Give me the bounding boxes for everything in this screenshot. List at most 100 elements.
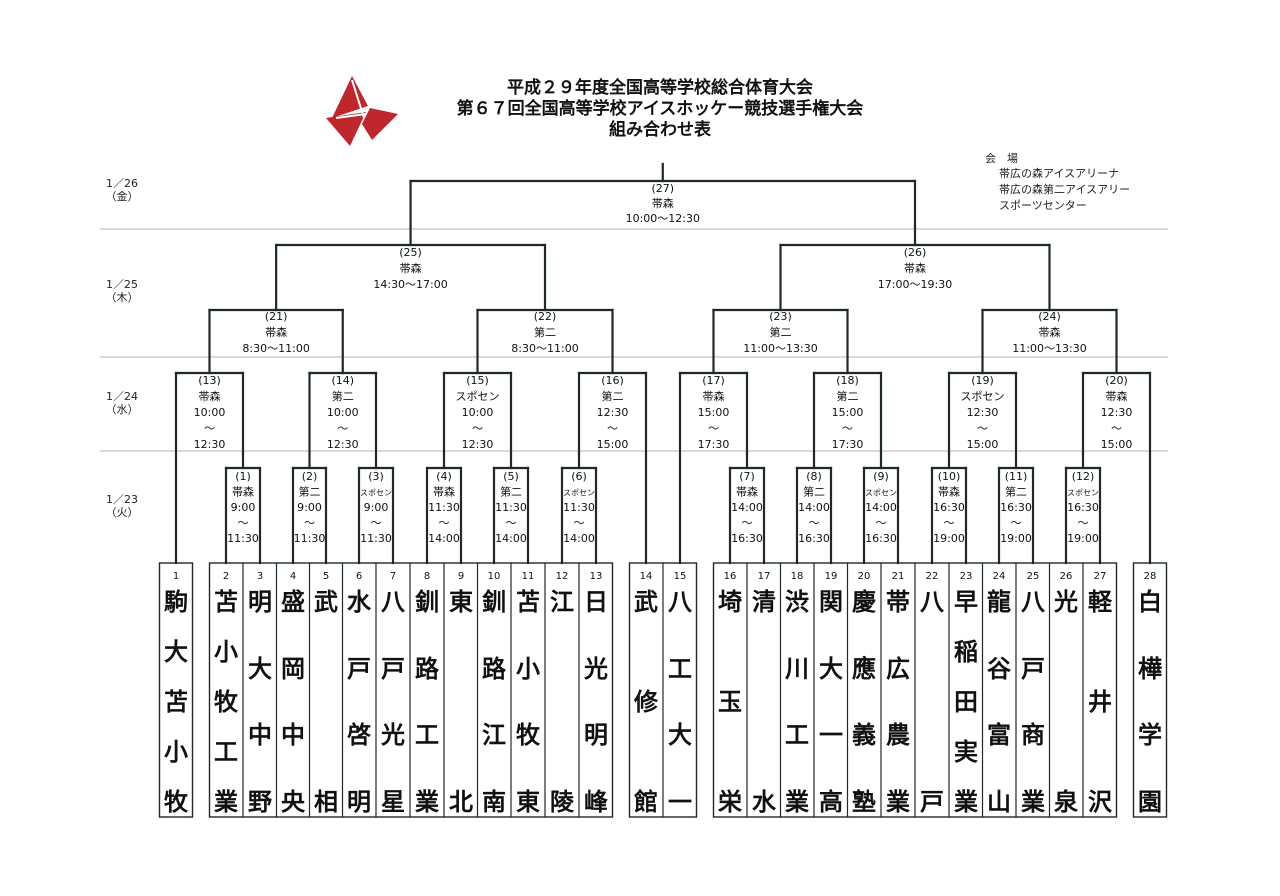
team-number: 28 [1144, 571, 1157, 582]
match-number: (26) [904, 246, 927, 259]
match-venue: 第二 [770, 325, 792, 339]
team-name-char: 武 [634, 588, 658, 616]
team-number: 17 [758, 571, 771, 582]
team-name-char: 峰 [584, 788, 608, 816]
date-label: 1／26 （金） [92, 177, 152, 203]
match-start-time: 15:00 [832, 406, 864, 419]
team-number: 21 [892, 571, 905, 582]
team-name-char: 江 [550, 588, 574, 616]
team-name-char: 軽 [1088, 588, 1113, 616]
match-tilde: ～ [742, 517, 753, 530]
team-name-char: 館 [634, 788, 658, 816]
team-name-char: 小 [164, 738, 188, 766]
team-name-char: 小 [516, 655, 540, 683]
team-name-char: 井 [1088, 688, 1112, 716]
team-name-char: 一 [668, 788, 692, 816]
team-name-char: 江 [482, 721, 506, 749]
team-name-char: 慶 [852, 588, 876, 616]
match-number: (13) [198, 374, 221, 387]
team-name-char: 中 [281, 721, 305, 749]
team-number: 23 [960, 571, 973, 582]
match-time: 8:30～11:00 [242, 342, 309, 355]
match-start-time: 16:30 [933, 501, 965, 514]
match-tilde: ～ [439, 517, 450, 530]
match-number: (11) [1005, 470, 1028, 483]
match-end-time: 16:30 [865, 532, 897, 545]
team-name-char: 戸 [1021, 655, 1045, 683]
team-name-char: 明 [347, 788, 371, 816]
match-venue: 第二 [500, 485, 522, 499]
team-name-char: 早 [954, 588, 978, 616]
team-name-char: 中 [248, 721, 272, 749]
team-name-char: 川 [785, 655, 809, 683]
match-venue: 帯森 [400, 261, 422, 275]
team-name-char: 稲 [954, 638, 978, 666]
match-tilde: ～ [238, 517, 249, 530]
team-name-char: 関 [819, 588, 843, 616]
team-name-char: 富 [987, 721, 1011, 749]
match-start-time: 11:30 [495, 501, 527, 514]
match-start-time: 11:30 [563, 501, 595, 514]
tournament-logo [326, 76, 398, 146]
team-name-char: 盛 [281, 588, 305, 616]
match-end-time: 15:00 [1101, 438, 1133, 451]
match-number: (12) [1072, 470, 1095, 483]
team-name-char: 苫 [164, 688, 188, 716]
match-start-time: 12:30 [967, 406, 999, 419]
match-venue: スポセン [563, 489, 595, 498]
team-name-char: 八 [668, 588, 693, 616]
team-name-char: 牧 [214, 688, 239, 716]
team-name-char: 路 [415, 655, 440, 683]
team-name-char: 商 [1021, 721, 1045, 749]
weekday-text: （木） [105, 291, 139, 304]
match-venue: 帯森 [1106, 389, 1128, 403]
team-name-char: 山 [987, 788, 1011, 816]
weekday-text: （金） [105, 190, 139, 203]
team-number: 2 [223, 571, 229, 582]
team-name-char: 大 [164, 638, 188, 666]
match-venue: 帯森 [703, 389, 725, 403]
match-start-time: 9:00 [297, 501, 322, 514]
team-name-char: 陵 [550, 788, 575, 816]
team-name-char: 高 [819, 788, 843, 816]
team-name-char: 央 [281, 788, 306, 816]
team-name-char: 埼 [718, 588, 742, 616]
venue-item: 帯広の森アイスアリーナ [999, 167, 1120, 180]
match-end-time: 16:30 [731, 532, 763, 545]
team-name-char: 大 [248, 655, 272, 683]
match-number: (5) [503, 470, 519, 483]
match-venue: 帯森 [265, 325, 287, 339]
match-venue: 帯森 [904, 261, 926, 275]
team-name-char: 帯 [886, 588, 910, 616]
match-number: (24) [1038, 310, 1061, 323]
team-name-char: 園 [1138, 788, 1162, 816]
match-end-time: 14:00 [495, 532, 527, 545]
match-start-time: 10:00 [327, 406, 359, 419]
match-number: (17) [702, 374, 725, 387]
match-time: 14:30～17:00 [373, 278, 447, 291]
match-tilde: ～ [977, 422, 988, 435]
team-name-char: 北 [449, 788, 473, 816]
date-label: 1／24 （水） [92, 390, 152, 416]
team-name-char: 一 [819, 721, 843, 749]
match-start-time: 15:00 [698, 406, 730, 419]
match-venue: スポセン [1067, 489, 1099, 498]
team-number: 25 [1027, 571, 1040, 582]
match-end-time: 17:30 [698, 438, 730, 451]
team-name-char: 龍 [987, 588, 1011, 616]
team-name-char: 野 [248, 788, 272, 816]
team-name-char: 業 [886, 788, 910, 816]
team-name-char: 八 [381, 588, 406, 616]
match-end-time: 11:30 [294, 532, 326, 545]
match-venue: 帯森 [1039, 325, 1061, 339]
match-tilde: ～ [1078, 517, 1089, 530]
weekday-text: （水） [105, 403, 139, 416]
team-name-char: 八 [1021, 588, 1046, 616]
match-start-time: 16:30 [1000, 501, 1032, 514]
match-venue: 第二 [602, 389, 624, 403]
team-name-char: 泉 [1054, 788, 1079, 816]
team-name-char: 清 [752, 588, 776, 616]
match-number: (27) [651, 182, 674, 195]
match-end-time: 16:30 [798, 532, 830, 545]
team-number: 3 [257, 571, 263, 582]
